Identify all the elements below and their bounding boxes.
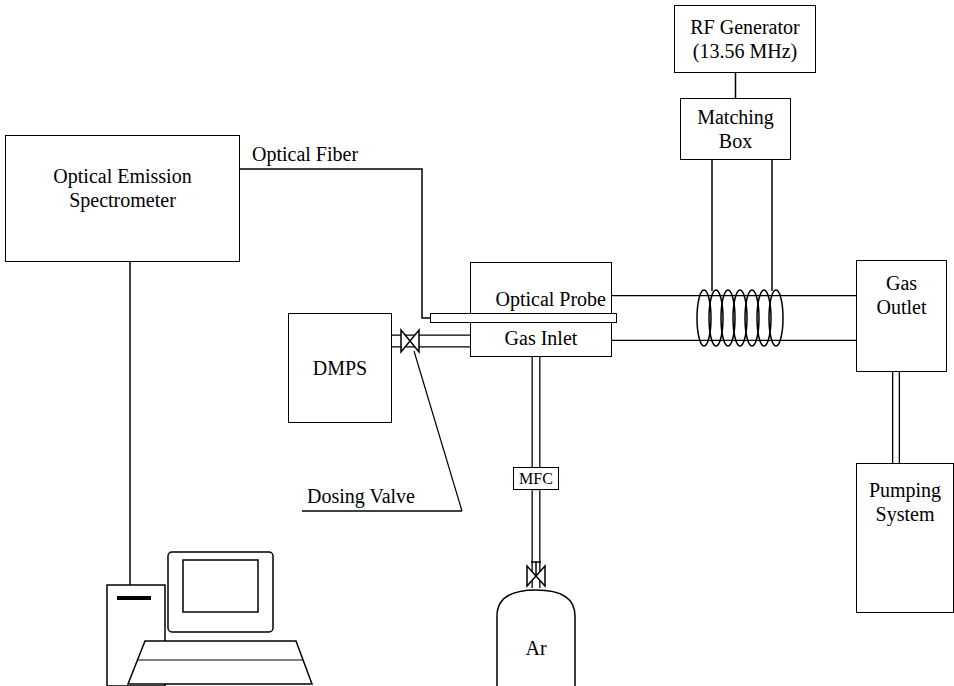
matching-box: Matching Box — [680, 98, 791, 160]
connector — [240, 169, 430, 318]
generator-box: RF Generator (13.56 MHz) — [674, 5, 816, 73]
connector — [535, 357, 536, 467]
monitor-screen — [183, 560, 258, 612]
leader-line — [414, 351, 462, 511]
node-text: MFC — [519, 469, 553, 488]
pipe-bore — [893, 372, 898, 463]
node-text: DMPS — [313, 356, 367, 380]
node-text: Matching Box — [685, 105, 786, 153]
valve-symbol — [401, 330, 419, 352]
drive-slot — [117, 596, 151, 600]
keyboard — [128, 641, 312, 684]
connector — [896, 372, 897, 463]
node-text: Ar — [525, 636, 546, 660]
node-text: Optical Probe — [495, 287, 606, 311]
node-text: Pumping System — [861, 478, 949, 526]
gas-outlet-box: Gas Outlet — [856, 260, 947, 372]
connector-line — [735, 73, 737, 98]
pumping-box: Pumping System — [856, 463, 954, 613]
connector — [612, 318, 856, 319]
node-text: Gas Outlet — [861, 271, 942, 319]
connector — [535, 490, 536, 588]
monitor — [168, 552, 273, 632]
rf-coil — [697, 290, 783, 346]
node-text: RF Generator (13.56 MHz) — [679, 15, 811, 63]
edge-label: Optical Fiber — [250, 142, 360, 166]
pipe-bore — [533, 357, 539, 467]
node-text: Optical Emission Spectrometer — [10, 164, 235, 212]
valve-handle — [531, 561, 541, 563]
callout-label: Dosing Valve — [305, 484, 417, 508]
cylinder-outline — [497, 590, 575, 686]
gas-cylinder: Ar — [496, 588, 576, 686]
keyboard-row — [138, 660, 303, 661]
coil-wire — [771, 160, 773, 291]
coil-wire — [711, 160, 713, 291]
label-underline — [302, 510, 462, 512]
optical-probe-rod: Optical Probe — [430, 313, 617, 323]
mfc-box: MFC — [513, 467, 559, 490]
spectrometer-box: Optical Emission Spectrometer — [5, 135, 240, 262]
pipe-wall — [892, 372, 900, 463]
data-cable — [129, 262, 131, 585]
coil-winding — [769, 290, 783, 346]
dmps-box: DMPS — [288, 313, 392, 423]
connector-line — [240, 169, 430, 318]
pipe-wall — [531, 357, 540, 467]
node-text: Gas Inlet — [505, 326, 578, 350]
valve-stem — [535, 562, 537, 576]
connector — [735, 73, 736, 98]
